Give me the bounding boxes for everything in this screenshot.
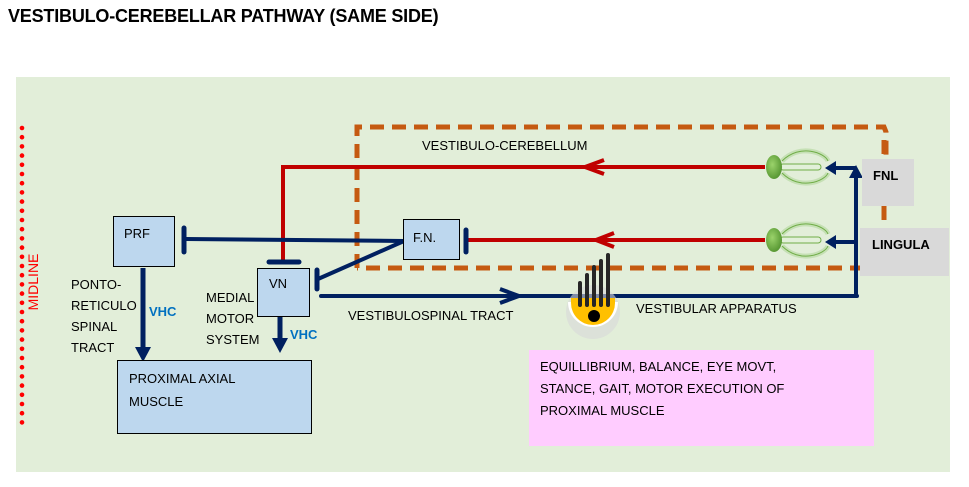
vhc-label-right: VHC [290, 327, 318, 342]
vn-label: VN [269, 276, 288, 291]
midline-dot [19, 383, 25, 388]
medial-motor-system-label: MEDIAL MOTOR SYSTEM [206, 287, 259, 350]
vestibulospinal-arrowhead [499, 287, 525, 305]
midline-dot [19, 355, 25, 361]
midline-dot [19, 199, 25, 204]
fn-to-vn-pathway [317, 239, 405, 281]
vestibular-hair-cell-icon [566, 253, 620, 339]
midline-dot [19, 144, 25, 149]
diagram-title: VESTIBULO-CEREBELLAR PATHWAY (SAME SIDE) [8, 6, 439, 26]
midline-dot [19, 346, 25, 352]
midline-dot [19, 291, 25, 296]
red-arrowhead-upper [579, 158, 605, 176]
lingula-label: LINGULA [872, 237, 930, 252]
purkinje-synapse-icon-lower [766, 221, 831, 259]
vestibular-ascending-arrowhead [849, 165, 863, 178]
vestibulo-cerebellum-border [354, 124, 889, 271]
midline-dot [19, 410, 25, 416]
midline-dot [19, 337, 25, 342]
midline-dot [19, 236, 25, 241]
midline-dot [19, 374, 25, 379]
muscle-label-line-2: MUSCLE [129, 394, 184, 409]
midline-dot [19, 300, 25, 306]
label-line: RETICULO [71, 298, 137, 313]
midline-dot [19, 263, 25, 269]
purkinje-synapse-icon-upper [766, 148, 831, 186]
functions-line-1: EQUILLIBRIUM, BALANCE, EYE MOVT, [540, 359, 777, 374]
midline-dot [19, 328, 25, 333]
midline-label: MIDLINE [25, 253, 41, 311]
fn-box: F.N. [403, 219, 460, 260]
midline-dot [19, 392, 25, 398]
to-fnl-arrowhead [825, 161, 836, 175]
midline-dot [19, 217, 25, 223]
functions-line-3: PROXIMAL MUSCLE [540, 403, 665, 418]
midline-dot [19, 401, 25, 407]
midline-dot [19, 171, 25, 177]
midline-dot [19, 318, 25, 324]
midline-dot [19, 180, 25, 186]
functions-line-2: STANCE, GAIT, MOTOR EXECUTION OF [540, 381, 785, 396]
functions-box: EQUILLIBRIUM, BALANCE, EYE MOVT, STANCE,… [529, 350, 874, 446]
prf-to-muscle-arrowhead [135, 347, 151, 362]
midline-dot [19, 254, 25, 260]
midline-dot [19, 245, 25, 250]
vhc-label-left: VHC [149, 304, 177, 319]
midline-dot [19, 282, 25, 287]
muscle-label-line-1: PROXIMAL AXIAL [129, 371, 236, 386]
midline-dot [19, 272, 25, 278]
vn-box: VN [257, 268, 310, 317]
lingula-box: LINGULA [860, 228, 949, 276]
midline-dot [19, 134, 25, 140]
midline-dotted-line [19, 125, 25, 425]
to-lingula-arrowhead [825, 235, 836, 249]
midline-dot [19, 309, 25, 315]
label-line: MEDIAL [206, 290, 255, 305]
vestibulo-cerebellum-label: VESTIBULO-CEREBELLUM [422, 138, 588, 153]
vestibular-apparatus-label: VESTIBULAR APPARATUS [636, 301, 797, 316]
fnl-label: FNL [873, 168, 899, 183]
red-arrowhead-lower [590, 231, 615, 249]
midline-dot [19, 162, 25, 168]
label-line: SPINAL [71, 319, 118, 334]
prf-box: PRF [113, 216, 175, 267]
label-line: SYSTEM [206, 332, 260, 347]
midline-dot [19, 153, 25, 158]
midline-dot [19, 208, 25, 214]
vestibulospinal-tract-label: VESTIBULOSPINAL TRACT [348, 308, 514, 323]
midline-dot [19, 226, 25, 232]
proximal-axial-muscle-box: PROXIMAL AXIAL MUSCLE [117, 360, 312, 434]
fn-label: F.N. [413, 230, 437, 245]
fn-to-prf-pathway [185, 237, 405, 243]
label-line: MOTOR [206, 311, 255, 326]
midline-dot [19, 125, 25, 131]
midline-dot [19, 364, 25, 370]
label-line: TRACT [71, 340, 115, 355]
midline-dot [19, 420, 25, 425]
label-line: PONTO- [71, 277, 122, 292]
vn-down-arrowhead [272, 338, 288, 353]
fnl-box: FNL [862, 159, 914, 206]
midline-dot [19, 190, 25, 195]
prf-label: PRF [124, 226, 150, 241]
red-pathway-upper [281, 165, 765, 262]
pontoreticulospinal-tract-label: PONTO- RETICULO SPINAL TRACT [71, 274, 137, 358]
